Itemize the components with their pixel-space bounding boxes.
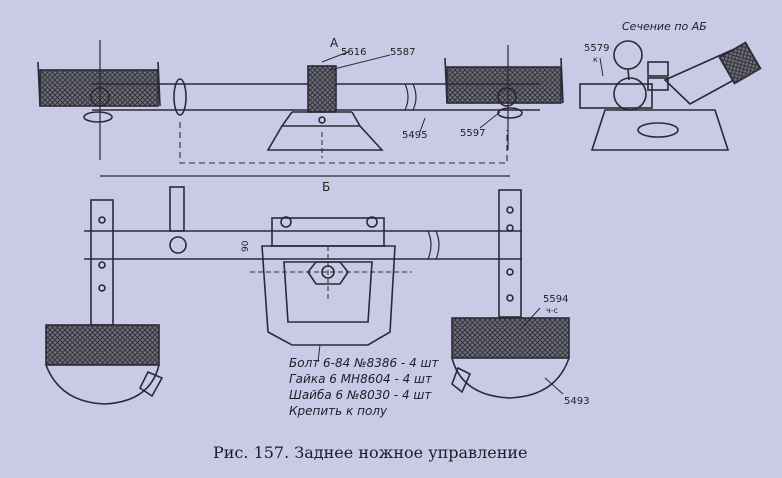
figure-caption: Рис. 157. Заднее ножное управление	[213, 443, 527, 462]
note-bolt: Болт 6-84 №8386 - 4 шт	[289, 356, 440, 370]
note-washer: Шайба 6 №8030 - 4 шт	[289, 388, 432, 402]
label-5579: 5579	[584, 43, 609, 54]
label-a: А	[330, 36, 339, 50]
right-pedal-top	[446, 66, 562, 104]
note-nut: Гайка 6 МН8604 - 4 шт	[289, 372, 433, 386]
label-5594: 5594	[543, 294, 568, 305]
top-view	[37, 40, 564, 177]
label-5616: 5616	[341, 47, 366, 58]
label-5594-sub: ч-с	[546, 306, 558, 315]
label-5597: 5597	[460, 128, 485, 139]
center-clamp-top	[307, 65, 337, 113]
left-pedal-front	[45, 324, 160, 366]
label-90: 90	[241, 240, 251, 252]
label-5587: 5587	[390, 47, 415, 58]
label-5495: 5495	[402, 130, 427, 141]
section-view	[579, 40, 762, 151]
label-5493: 5493	[564, 396, 589, 407]
label-5579-sub: к	[593, 55, 598, 64]
section-title: Сечение по АБ	[622, 20, 707, 33]
right-pedal-front	[451, 317, 570, 359]
front-view	[45, 186, 570, 405]
note-mount: Крепить к полу	[289, 404, 388, 418]
label-b: Б	[322, 180, 330, 194]
